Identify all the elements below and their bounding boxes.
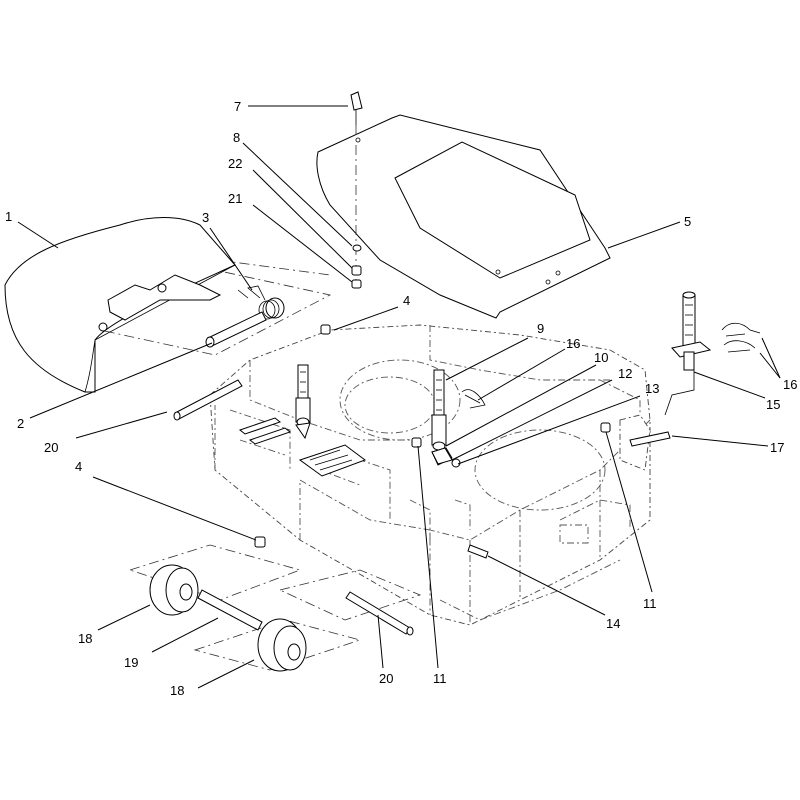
callout-9: 9 <box>537 321 544 336</box>
callout-4-lower: 4 <box>75 459 82 474</box>
callout-20-lower: 20 <box>379 671 393 686</box>
callout-17: 17 <box>770 440 784 455</box>
callout-4-upper: 4 <box>403 293 410 308</box>
callout-12: 12 <box>618 366 632 381</box>
hw-11b <box>600 422 611 433</box>
callout-18-lower: 18 <box>170 683 184 698</box>
hw-11a <box>411 437 422 448</box>
hw-4b <box>254 536 266 548</box>
axle-bolts <box>173 379 414 636</box>
callout-13: 13 <box>645 381 659 396</box>
deck-decal <box>298 444 367 477</box>
callout-15: 15 <box>766 397 780 412</box>
grass-deflector <box>4 217 236 393</box>
callout-5: 5 <box>684 214 691 229</box>
callout-10: 10 <box>594 350 608 365</box>
height-adjust-pin-left <box>295 364 311 440</box>
belt-cover <box>316 114 611 319</box>
callout-2: 2 <box>17 416 24 431</box>
callout-11-lower: 11 <box>433 671 447 686</box>
callout-18-upper: 18 <box>78 631 92 646</box>
mower-deck <box>209 324 651 626</box>
callout-7: 7 <box>234 99 241 114</box>
torsion-spring <box>237 285 285 320</box>
callout-21: 21 <box>228 191 242 206</box>
deflector-rod <box>205 311 267 348</box>
hardware-stack <box>351 244 362 289</box>
callout-20-upper: 20 <box>44 440 58 455</box>
callout-22: 22 <box>228 156 242 171</box>
height-gauge <box>664 291 712 416</box>
hw-4a <box>320 324 331 335</box>
callout-1: 1 <box>5 209 12 224</box>
deck-slot <box>248 427 292 445</box>
callout-11-right: 11 <box>643 596 657 611</box>
hairpin-clips <box>721 322 761 353</box>
anti-scalp-rollers <box>149 564 307 672</box>
callout-16-right: 16 <box>783 377 797 392</box>
hw-14 <box>467 544 489 559</box>
hw-17 <box>629 431 671 447</box>
callout-14: 14 <box>606 616 620 631</box>
callout-3: 3 <box>202 210 209 225</box>
small-hardware <box>254 324 671 559</box>
hw-13 <box>451 458 461 468</box>
callout-16-center: 16 <box>566 336 580 351</box>
callout-8: 8 <box>233 130 240 145</box>
leader-lines <box>17 105 781 689</box>
deck-slot <box>238 417 282 435</box>
cover-knob <box>350 91 363 285</box>
callout-19: 19 <box>124 655 138 670</box>
callout-labels: 7 8 22 21 1 3 5 4 9 16 10 12 13 16 15 17… <box>5 99 797 698</box>
